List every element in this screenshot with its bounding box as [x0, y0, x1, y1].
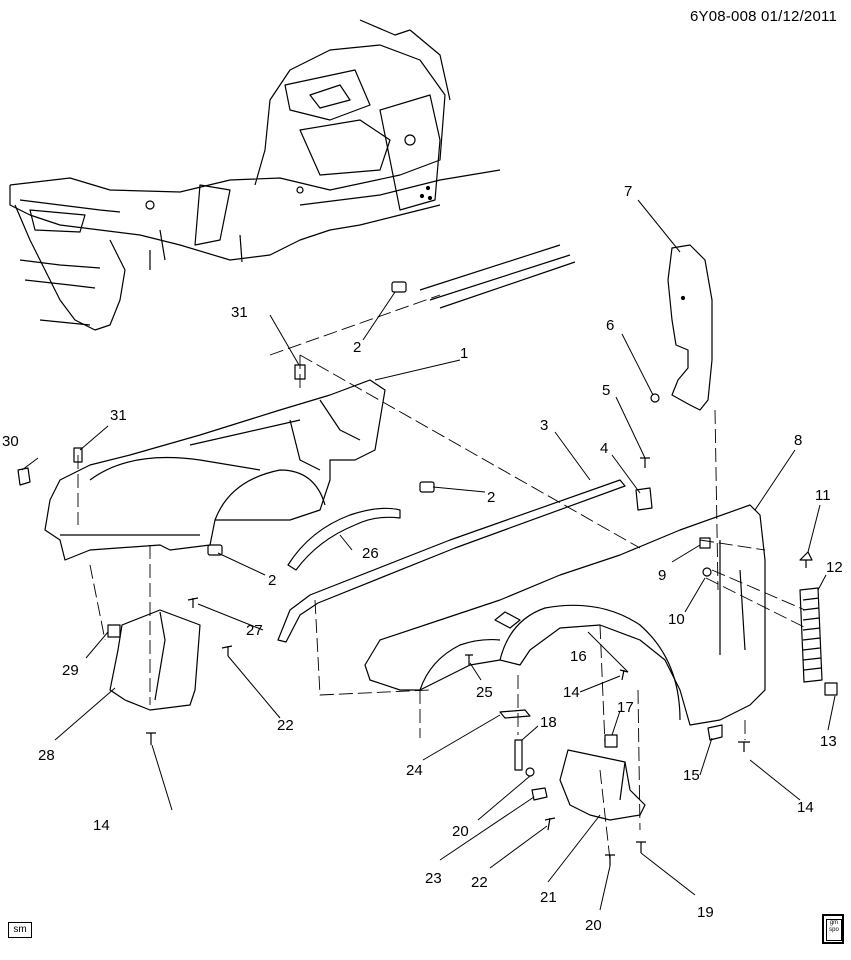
callout-30: 30: [2, 433, 19, 450]
diagram-header: 6Y08-008 01/12/2011: [690, 8, 837, 25]
callout-14: 14: [93, 817, 110, 834]
wheel-arch-molding: [287, 507, 401, 571]
callout-23: 23: [425, 870, 442, 887]
front-fender: [364, 504, 766, 726]
diagram-date: 01/12/2011: [761, 8, 837, 25]
callout-labels: 1 2 2 2 3 4 5 6 7 8 9 10 11 12 13 14 14 …: [2, 183, 843, 934]
fasteners: [17, 281, 813, 866]
callout-6: 6: [606, 317, 614, 334]
callout-4: 4: [600, 440, 608, 457]
diagram-code: 6Y08-008: [690, 8, 757, 25]
callout-25: 25: [476, 684, 493, 701]
callout-3: 3: [540, 417, 548, 434]
sm-label: sm: [13, 924, 27, 935]
callout-5: 5: [602, 382, 610, 399]
callout-24: 24: [406, 762, 423, 779]
splash-shield-rear: [559, 749, 646, 821]
callout-12: 12: [826, 559, 843, 576]
callout-1: 1: [460, 345, 468, 362]
gm-spo-logo-text: gm spo: [826, 919, 842, 941]
callout-20: 20: [585, 917, 602, 934]
callout-22: 22: [277, 717, 294, 734]
engine-compartment-frame: [9, 19, 501, 331]
callout-11: 11: [815, 487, 831, 504]
fender-molding: [277, 479, 626, 643]
fender-rear-brace: [667, 244, 713, 411]
callout-17: 17: [617, 699, 634, 716]
callout-27: 27: [246, 622, 263, 639]
callout-8: 8: [794, 432, 802, 449]
callout-16: 16: [570, 648, 587, 665]
leader-lines: [21, 199, 836, 911]
wheelhouse-liner: [44, 379, 386, 561]
callout-2: 2: [353, 339, 361, 356]
splash-shield-front: [109, 609, 201, 711]
callout-10: 10: [668, 611, 685, 628]
gm-spo-logo: gm spo: [822, 914, 844, 944]
callout-20: 20: [452, 823, 469, 840]
callout-22: 22: [471, 874, 488, 891]
callout-19: 19: [697, 904, 714, 921]
side-vent: [799, 587, 823, 683]
callout-28: 28: [38, 747, 55, 764]
callout-26: 26: [362, 545, 379, 562]
callout-18: 18: [540, 714, 557, 731]
callout-31: 31: [110, 407, 127, 424]
callout-31: 31: [231, 304, 248, 321]
callout-14: 14: [563, 684, 580, 701]
callout-9: 9: [658, 567, 666, 584]
callout-21: 21: [540, 889, 557, 906]
callout-2: 2: [487, 489, 495, 506]
callout-29: 29: [62, 662, 79, 679]
callout-2: 2: [268, 572, 276, 589]
vent-clip: [824, 682, 838, 696]
sm-badge: sm: [8, 922, 32, 938]
callout-7: 7: [624, 183, 632, 200]
callout-13: 13: [820, 733, 837, 750]
callout-15: 15: [683, 767, 700, 784]
callout-14: 14: [797, 799, 814, 816]
rocker-panel-lines: [419, 244, 576, 309]
